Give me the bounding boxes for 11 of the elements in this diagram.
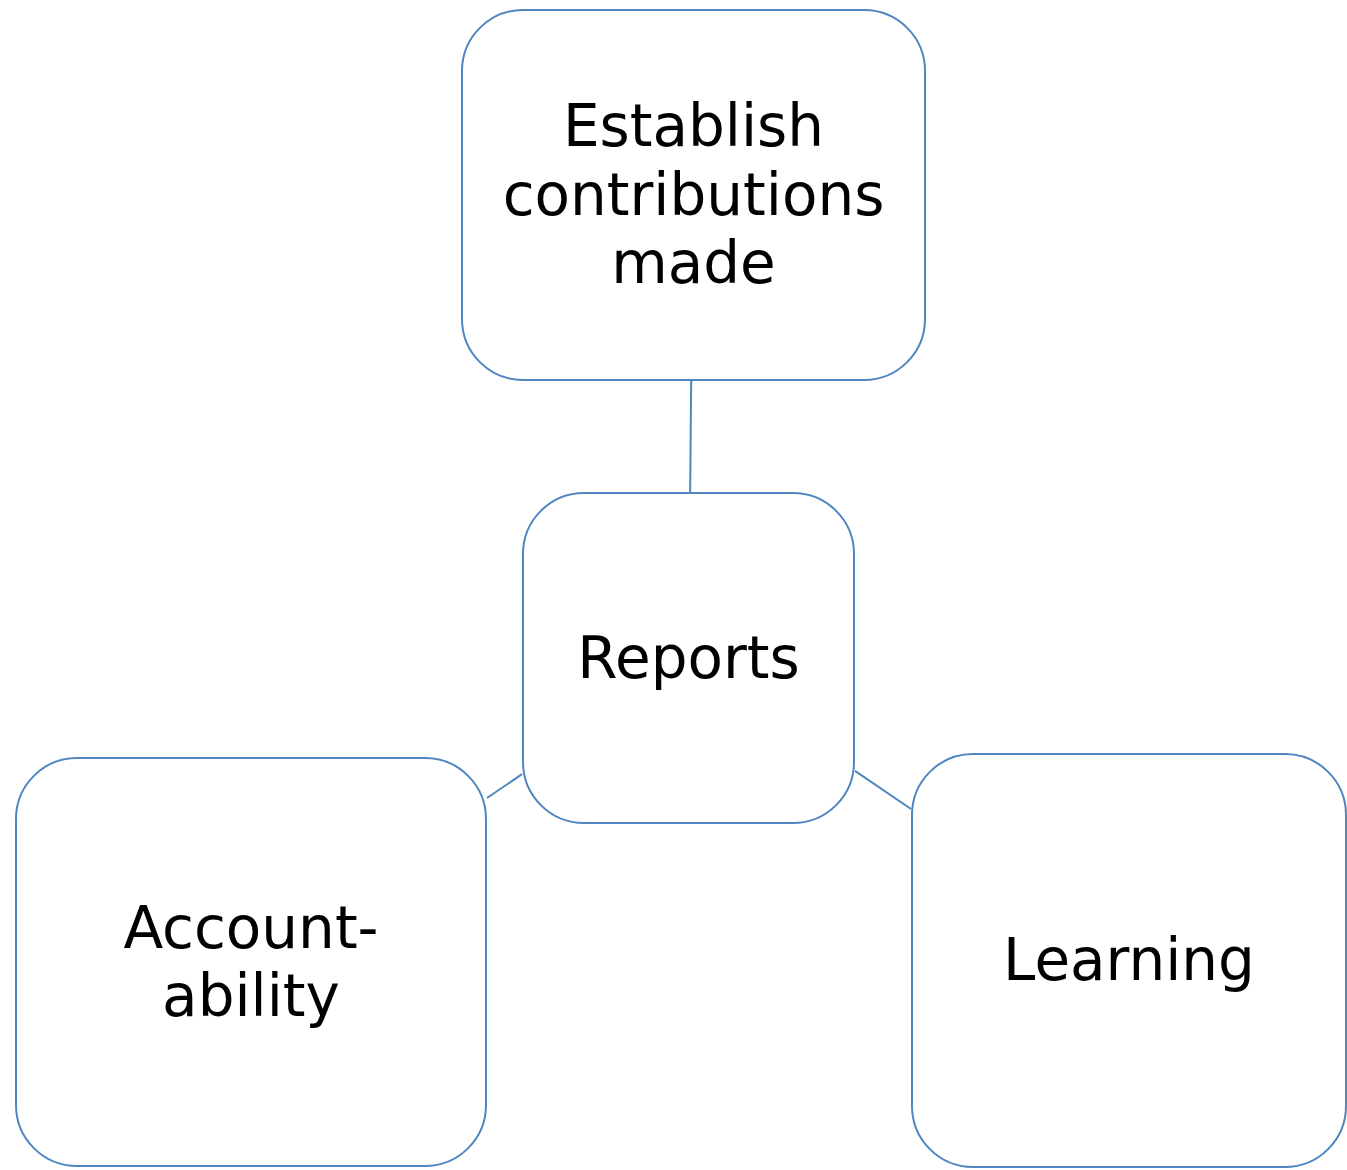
- node-label: Establish contributions made: [501, 92, 886, 298]
- rounded-box: [461, 9, 926, 381]
- connector-line: [486, 773, 523, 799]
- node-label: Account-ability: [122, 893, 380, 1031]
- connector-line: [689, 380, 693, 493]
- node-label: Reports: [577, 623, 800, 693]
- connector-line: [854, 769, 912, 811]
- rounded-box: [911, 753, 1347, 1168]
- rounded-box: [522, 492, 855, 824]
- rounded-box: [15, 757, 487, 1167]
- node-label: Learning: [1003, 926, 1255, 995]
